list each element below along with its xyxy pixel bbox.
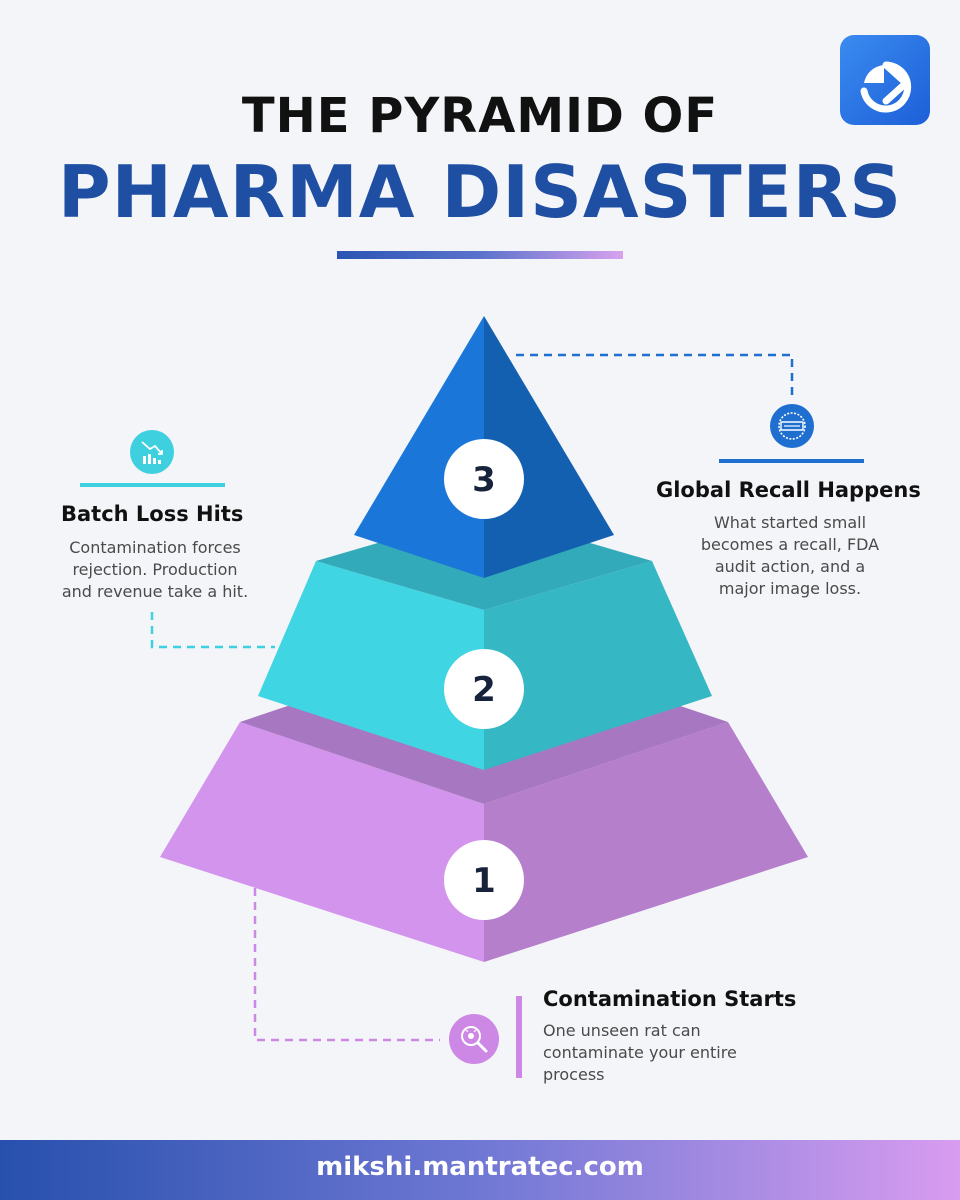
batch-body: Contamination forces rejection. Producti… xyxy=(40,537,270,603)
recall-body-line: audit action, and a xyxy=(714,557,866,576)
contamination-callout-icon xyxy=(449,1014,499,1064)
title-underline xyxy=(337,251,623,259)
declining-chart-icon xyxy=(141,441,163,464)
recall-body-line: What started small xyxy=(713,513,867,532)
batch-body-line: Contamination forces xyxy=(69,538,241,557)
tier-3-number: 3 xyxy=(472,460,496,500)
recall-stamp-icon xyxy=(778,412,806,440)
tier-1-number: 1 xyxy=(472,861,496,901)
tier-1-badge: 1 xyxy=(444,840,524,920)
recall-body: What started small becomes a recall, FDA… xyxy=(660,512,920,600)
contamination-body-line: contaminate your entire xyxy=(543,1043,737,1062)
contamination-body-line: One unseen rat can xyxy=(543,1021,701,1040)
batch-rule xyxy=(80,483,225,487)
pyramid-tier-3 xyxy=(354,316,614,578)
magnifier-bug-icon xyxy=(461,1026,488,1053)
batch-heading: Batch Loss Hits xyxy=(61,502,244,526)
contamination-rule xyxy=(516,996,522,1078)
connector-recall xyxy=(516,353,794,400)
brand-logo xyxy=(840,35,930,125)
recall-rule xyxy=(719,459,864,463)
footer-url[interactable]: mikshi.mantratec.com xyxy=(316,1152,644,1182)
contamination-body: One unseen rat can contaminate your enti… xyxy=(543,1020,803,1086)
batch-callout-icon xyxy=(130,430,174,474)
batch-body-line: rejection. Production xyxy=(72,560,238,579)
pyramid-diagram: 3 2 1 xyxy=(150,316,808,1042)
footer-bar: mikshi.mantratec.com xyxy=(0,1140,960,1200)
connector-batch xyxy=(150,612,275,649)
title-line-2: PHARMA DISASTERS xyxy=(57,150,903,234)
title-line-1: THE PYRAMID OF xyxy=(241,88,719,144)
tier-2-badge: 2 xyxy=(444,649,524,729)
recall-heading: Global Recall Happens xyxy=(656,478,921,502)
recall-body-line: becomes a recall, FDA xyxy=(700,535,880,554)
recall-callout-icon xyxy=(770,404,814,448)
brand-logo-icon xyxy=(860,61,912,113)
contamination-heading: Contamination Starts xyxy=(543,987,797,1011)
batch-body-line: and revenue take a hit. xyxy=(61,582,249,601)
tier-2-number: 2 xyxy=(472,670,496,710)
contamination-body-line: process xyxy=(543,1065,605,1084)
recall-body-line: major image loss. xyxy=(718,579,862,598)
tier-3-badge: 3 xyxy=(444,439,524,519)
